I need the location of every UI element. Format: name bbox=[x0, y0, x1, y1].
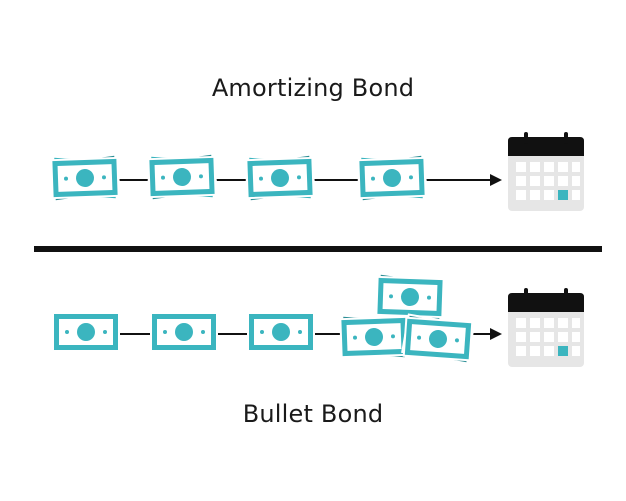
amortizing-bond-title: Amortizing Bond bbox=[211, 74, 415, 102]
amortizing-payment-2 bbox=[145, 152, 219, 202]
banknote-icon bbox=[247, 312, 315, 352]
banknote-icon bbox=[357, 156, 427, 200]
amortizing-payment-4 bbox=[355, 153, 429, 203]
banknote-icon bbox=[375, 275, 445, 319]
bullet-coupon-1 bbox=[52, 312, 120, 352]
bullet-coupon-2 bbox=[150, 312, 218, 352]
banknote-icon bbox=[147, 155, 217, 199]
calendar-icon bbox=[508, 132, 584, 211]
amortizing-payment-3 bbox=[243, 153, 317, 203]
banknote-icon bbox=[402, 316, 474, 362]
calendar-icon bbox=[508, 288, 584, 367]
banknote-icon bbox=[150, 312, 218, 352]
bullet-principal-pile bbox=[338, 272, 475, 365]
banknote-icon bbox=[50, 156, 120, 200]
bullet-coupon-3 bbox=[247, 312, 315, 352]
banknote-icon bbox=[339, 315, 409, 359]
banknote-icon bbox=[245, 156, 315, 200]
section-divider bbox=[34, 246, 602, 252]
banknote-icon bbox=[52, 312, 120, 352]
amortizing-payment-1 bbox=[48, 153, 122, 203]
bullet-bond-title: Bullet Bond bbox=[242, 400, 384, 428]
